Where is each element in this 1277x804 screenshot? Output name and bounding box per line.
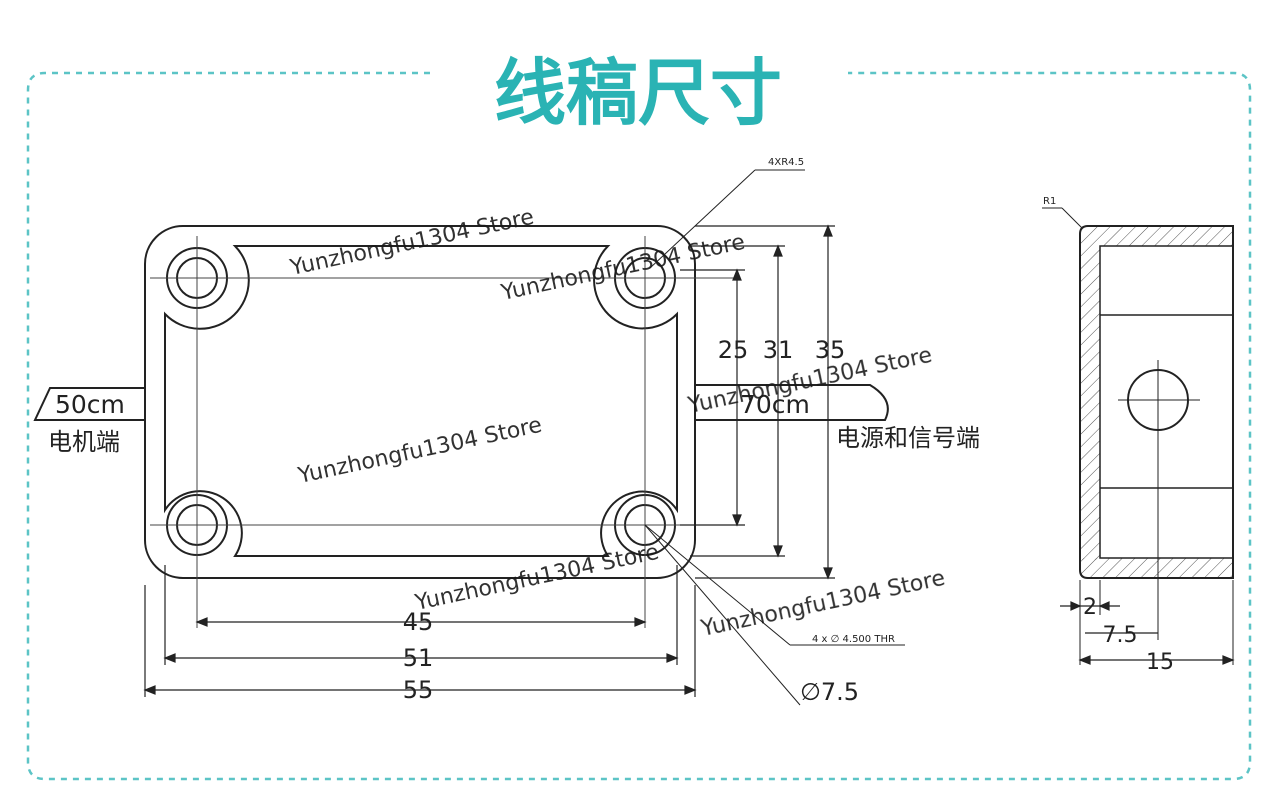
vertical-dimensions bbox=[680, 224, 835, 580]
side-dimensions bbox=[1060, 601, 1235, 665]
side-view-labels: R1 2 7.5 15 bbox=[1043, 196, 1174, 675]
center-lines bbox=[150, 236, 740, 628]
watermark-4: Yunzhongfu1304 Store bbox=[295, 413, 544, 489]
dim-51: 51 bbox=[403, 644, 434, 672]
radius-label: R1 bbox=[1043, 196, 1056, 207]
front-view-labels: 4XR4.5 4 x ∅ 4.500 THR ∅7.5 45 51 55 25 … bbox=[48, 157, 980, 706]
horizontal-dimensions bbox=[143, 565, 697, 697]
dim-25: 25 bbox=[718, 336, 749, 364]
page-title: 线稿尺寸 bbox=[494, 51, 782, 135]
side-dim-7-5: 7.5 bbox=[1103, 623, 1138, 648]
side-wall-bottom bbox=[1080, 558, 1233, 578]
hole-callout-top: 4XR4.5 bbox=[768, 157, 804, 168]
dim-55: 55 bbox=[403, 676, 434, 704]
dim-45: 45 bbox=[403, 608, 434, 636]
side-center-lines bbox=[1079, 360, 1234, 665]
side-inner-outline bbox=[1099, 245, 1234, 559]
dashed-frame bbox=[26, 71, 1252, 781]
left-cable bbox=[33, 387, 145, 421]
right-cable-label: 电源和信号端 bbox=[836, 424, 980, 452]
left-cable-length: 50cm bbox=[55, 390, 125, 419]
dim-35: 35 bbox=[815, 336, 846, 364]
right-cable-length: 70cm bbox=[740, 390, 810, 419]
side-outline bbox=[1079, 225, 1234, 579]
watermark-1: Yunzhongfu1304 Store bbox=[287, 205, 536, 281]
housing-outline bbox=[144, 225, 696, 579]
leader-lines bbox=[644, 169, 905, 706]
left-cable-label: 电机端 bbox=[48, 428, 120, 456]
side-dim-2: 2 bbox=[1083, 595, 1097, 620]
right-cable bbox=[695, 384, 889, 421]
front-view bbox=[33, 169, 905, 706]
watermark-2: Yunzhongfu1304 Store bbox=[498, 230, 747, 306]
side-view bbox=[1042, 207, 1235, 665]
hole-callout-bottom: 4 x ∅ 4.500 THR bbox=[812, 634, 895, 645]
watermark-6: Yunzhongfu1304 Store bbox=[698, 566, 947, 642]
inner-cavity-outline bbox=[164, 245, 678, 557]
dim-31: 31 bbox=[763, 336, 794, 364]
hole-diameter-label: ∅7.5 bbox=[800, 678, 859, 706]
side-wall-top bbox=[1080, 226, 1233, 560]
side-dim-15: 15 bbox=[1146, 650, 1174, 675]
